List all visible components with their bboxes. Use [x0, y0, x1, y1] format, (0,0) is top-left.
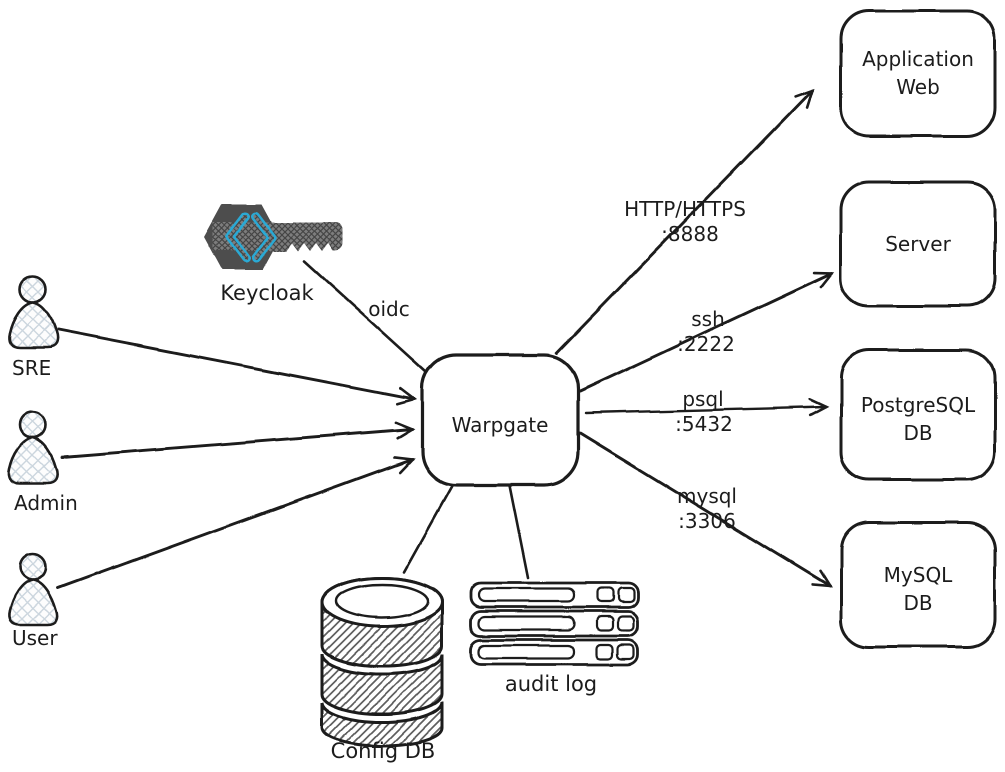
edge-admin-warpgate — [60, 421, 415, 459]
sre-person-icon — [8, 274, 59, 349]
config-db-label: Config DB — [331, 739, 436, 763]
edge-user-warpgate — [56, 455, 415, 590]
http-edge-port: :8888 — [661, 222, 719, 246]
mysql-db-label-line2: DB — [903, 591, 932, 615]
edge-warpgate-configdb — [402, 482, 455, 574]
edge-keycloak-warpgate — [302, 259, 428, 374]
user-label: User — [12, 626, 58, 650]
application-web-label-line2: Web — [896, 75, 940, 99]
mysql-db-label-line1: MySQL — [884, 563, 954, 587]
mysql-edge-protocol: mysql — [677, 484, 737, 508]
edge-warpgate-postgresql — [584, 398, 829, 417]
application-web-node — [839, 9, 997, 138]
keycloak-left-chevron-texture — [228, 214, 248, 260]
keycloak-right-chevron-texture — [254, 214, 274, 260]
postgresql-db-label-line2: DB — [903, 421, 932, 445]
sre-label: SRE — [12, 356, 51, 380]
http-edge-protocol: HTTP/HTTPS — [624, 197, 746, 221]
ssh-edge-port: :2222 — [677, 332, 735, 356]
edge-sre-warpgate — [56, 328, 417, 406]
application-web-label-line1: Application — [862, 47, 974, 71]
ssh-edge-protocol: ssh — [691, 307, 725, 331]
psql-edge-protocol: psql — [682, 387, 723, 411]
admin-person-icon — [8, 410, 59, 485]
keycloak-icon — [204, 204, 343, 270]
warpgate-node — [420, 353, 580, 487]
warpgate-label: Warpgate — [452, 413, 549, 437]
user-person-icon — [8, 552, 59, 627]
edge-warpgate-auditlog — [507, 481, 530, 580]
mysql-db-node — [839, 520, 997, 649]
admin-label: Admin — [14, 491, 78, 515]
keycloak-label: Keycloak — [220, 281, 314, 305]
audit-log-icon — [469, 581, 640, 666]
postgresql-db-label-line1: PostgreSQL — [861, 393, 976, 417]
keycloak-key-bar — [213, 222, 343, 251]
config-db-icon — [320, 576, 444, 748]
edge-warpgate-mysql — [578, 431, 833, 588]
postgresql-db-node — [839, 348, 997, 482]
edge-warpgate-application-web — [555, 87, 815, 355]
server-label: Server — [885, 232, 951, 256]
audit-log-label: audit log — [505, 672, 597, 696]
labels: SRE Admin User Keycloak Warpgate Applica… — [12, 47, 976, 763]
edge-warpgate-server — [578, 271, 835, 393]
server-node — [839, 180, 997, 308]
mysql-edge-port: :3306 — [678, 509, 736, 533]
edges — [56, 87, 835, 590]
psql-edge-port: :5432 — [675, 412, 733, 436]
oidc-edge-label: oidc — [368, 297, 409, 321]
